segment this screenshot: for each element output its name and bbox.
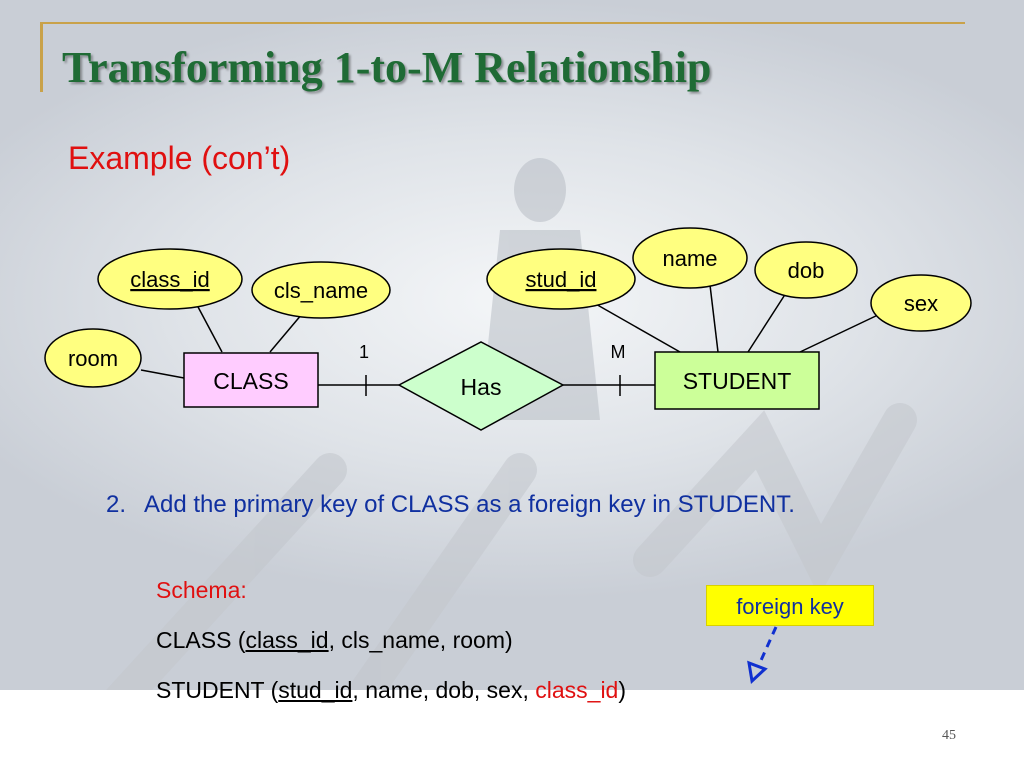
slide-subtitle: Example (con’t): [68, 140, 291, 176]
step-text: Add the primary key of CLASS as a foreig…: [144, 491, 795, 518]
schema-student-prefix: STUDENT (: [156, 677, 279, 703]
schema-student-suffix: ): [618, 677, 627, 703]
attr-class-id-shape: [97, 248, 243, 310]
attr-dob-shape: [754, 241, 858, 299]
attr-dob-label: dob: [788, 258, 825, 283]
attr-cls-name-label: cls_name: [274, 278, 368, 303]
frame-vertical-rule: [40, 22, 43, 92]
frame-horizontal-rule: [40, 22, 965, 24]
line-stud-id: [593, 302, 681, 353]
attr-sex-label: sex: [904, 291, 938, 316]
schema-student-middle: , name, dob, sex,: [352, 677, 536, 703]
entity-student-shape: [654, 351, 820, 410]
attr-sex-shape: [870, 274, 972, 332]
line-room: [140, 369, 185, 379]
relationship-has-shape: [397, 341, 565, 431]
schema-student-row: STUDENT (stud_id, name, dob, sex, class_…: [156, 677, 626, 704]
entity-class-label: CLASS: [213, 368, 288, 394]
line-cls-name: [269, 313, 303, 353]
step-number: 2.: [106, 491, 127, 518]
cardinality-one-label: 1: [359, 342, 369, 362]
attr-name-shape: [632, 227, 748, 289]
entity-student-label: STUDENT: [683, 368, 792, 394]
foreign-key-callout: foreign key: [706, 585, 874, 626]
attr-cls-name-shape: [251, 261, 391, 319]
schema-class-prefix: CLASS (: [156, 627, 246, 653]
relationship-has-label: Has: [461, 374, 502, 400]
line-dob: [747, 292, 787, 353]
slide-title: Transforming 1-to-M Relationship: [62, 43, 712, 92]
attr-name-label: name: [662, 246, 717, 271]
line-class-id: [196, 304, 223, 353]
line-sex: [799, 313, 881, 353]
attr-room-label: room: [68, 346, 118, 371]
schema-class-primary-key: class_id: [245, 627, 329, 653]
foreign-key-arrow-head: [747, 660, 768, 684]
attr-room-shape: [44, 328, 142, 388]
schema-class-row: CLASS (class_id, cls_name, room): [156, 627, 513, 654]
cardinality-many-label: M: [611, 342, 626, 362]
attr-stud-id-label: stud_id: [526, 267, 597, 292]
schema-student-primary-key: stud_id: [278, 677, 353, 703]
entity-class-shape: [183, 352, 319, 408]
schema-student-foreign-key: class_id: [535, 677, 619, 703]
line-name: [709, 284, 719, 353]
attr-class-id-label: class_id: [130, 267, 209, 292]
bottom-band: [0, 690, 1024, 768]
foreign-key-arrow-shaft: [756, 626, 778, 668]
attr-stud-id-shape: [486, 248, 636, 310]
schema-label: Schema:: [156, 577, 247, 603]
page-number: 45: [942, 728, 956, 743]
schema-class-rest: , cls_name, room): [328, 627, 513, 653]
